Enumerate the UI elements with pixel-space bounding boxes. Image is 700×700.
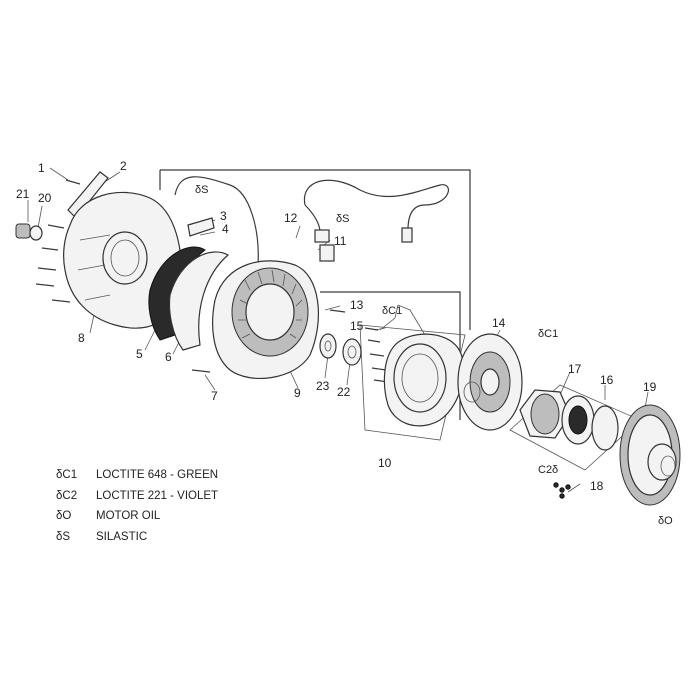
callout-9: 9 <box>294 386 301 400</box>
legend-code: δS <box>56 530 71 543</box>
starter-gear <box>619 404 681 506</box>
flywheel <box>457 333 523 431</box>
starter-clutch <box>519 389 595 445</box>
stator-housing <box>212 260 320 379</box>
callout-22: 22 <box>337 385 351 399</box>
marking-c1-flywheel: δC1 <box>538 328 558 340</box>
callout-11: 11 <box>334 234 347 248</box>
washers <box>319 333 362 366</box>
bracket <box>187 217 215 237</box>
callout-10: 10 <box>378 456 392 470</box>
legend-text: MOTOR OIL <box>96 510 161 523</box>
callout-17: 17 <box>568 362 582 376</box>
plug-and-oring <box>15 223 43 241</box>
callout-20: 20 <box>38 191 52 205</box>
callout-4: 4 <box>222 222 229 236</box>
marking-c2-balls: C2δ <box>538 464 558 476</box>
compound-legend: δC1 LOCTITE 648 - GREEN δC2 LOCTITE 221 … <box>56 465 218 547</box>
callout-12: 12 <box>284 211 298 225</box>
circlip <box>591 405 619 451</box>
part-callouts: 1 2 3 4 5 6 7 8 9 10 11 12 13 14 15 16 1… <box>16 159 657 493</box>
callout-2: 2 <box>120 159 127 173</box>
callout-5: 5 <box>136 347 143 361</box>
callout-15: 15 <box>350 319 364 333</box>
callout-8: 8 <box>78 331 85 345</box>
callout-18: 18 <box>590 479 604 493</box>
cover-gaskets <box>148 246 230 351</box>
marking-s-cable: δS <box>336 213 349 225</box>
callout-1: 1 <box>38 161 45 175</box>
callout-19: 19 <box>643 380 657 394</box>
legend-text: LOCTITE 648 - GREEN <box>96 469 219 482</box>
legend-row: δS SILASTIC <box>56 527 218 548</box>
callout-16: 16 <box>600 373 614 387</box>
legend-text: LOCTITE 221 - VIOLET <box>96 489 219 502</box>
callout-23: 23 <box>316 379 330 393</box>
callout-21: 21 <box>16 187 30 201</box>
legend-code: δC1 <box>56 469 78 482</box>
callout-7: 7 <box>211 389 218 403</box>
callout-6: 6 <box>165 350 172 364</box>
marking-o-gear: δO <box>658 515 673 527</box>
legend-code: δO <box>56 510 72 523</box>
compound-markings: δS δS δC1 δC1 C2δ δO <box>195 184 673 527</box>
legend-row: δO MOTOR OIL <box>56 506 218 527</box>
legend-code: δC2 <box>56 489 78 502</box>
legend-row: δC2 LOCTITE 221 - VIOLET <box>56 486 218 507</box>
rollers <box>553 482 571 499</box>
rotor <box>383 333 465 427</box>
marking-c1-rotor: δC1 <box>382 305 402 317</box>
marking-s-top: δS <box>195 184 208 196</box>
callout-3: 3 <box>220 209 227 223</box>
wiring-harness <box>174 176 450 266</box>
callout-13: 13 <box>350 298 364 312</box>
gasket <box>67 171 109 219</box>
legend-row: δC1 LOCTITE 648 - GREEN <box>56 465 218 486</box>
callout-14: 14 <box>492 316 506 330</box>
legend-text: SILASTIC <box>96 530 148 543</box>
